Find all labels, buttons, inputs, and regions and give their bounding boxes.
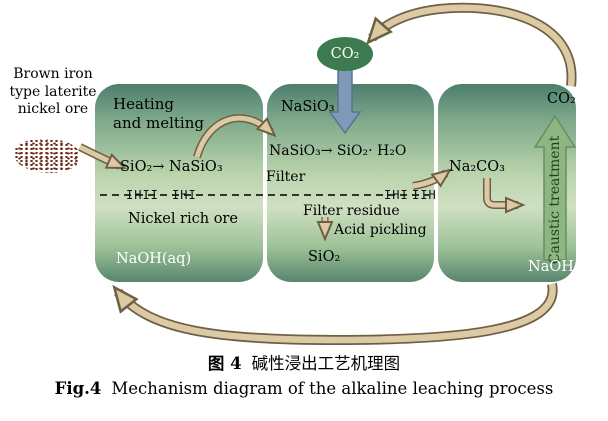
hatch-marks: IIH (412, 188, 437, 202)
acid-pickling-label: Acid pickling (334, 222, 427, 238)
caustic-treatment-label: Caustic treatment (547, 135, 563, 265)
filter-residue-label: Filter residue (303, 203, 400, 219)
heating-label-line1: Heating (113, 95, 174, 113)
na2co3-label: Na₂CO₃ (449, 159, 505, 175)
sio2-product-label: SiO₂ (308, 249, 341, 265)
ore-image (14, 139, 80, 173)
caption-en: Fig.4 Mechanism diagram of the alkaline l… (0, 379, 608, 398)
co2-bubble: CO₂ (317, 37, 373, 71)
hatch-marks: IHII (126, 188, 159, 202)
arrow-naoh-recycle (112, 282, 558, 345)
melting-reaction-label: SiO₂→ NaSiO₃ (120, 159, 223, 175)
hatch-marks: IHI (172, 188, 197, 202)
caption-en-title: Mechanism diagram of the alkaline leachi… (111, 379, 554, 398)
ore-label: Brown iron type laterite nickel ore (0, 66, 106, 119)
co2-out-label: CO₂ (547, 91, 576, 107)
arrows-layer (78, 2, 577, 345)
ore-label-line1: Brown iron (13, 66, 93, 82)
caption-en-prefix: Fig.4 (54, 379, 102, 398)
co2-down-arrow (328, 69, 362, 135)
heating-label: Heating and melting (113, 95, 204, 133)
arrow-filter-to-carbonate (412, 168, 453, 190)
co2-bubble-label: CO₂ (330, 46, 360, 62)
filter-label: Filter (266, 169, 306, 185)
caption-zh-prefix: 图 4 (207, 354, 242, 373)
caption-zh: 图 4 碱性浸出工艺机理图 (0, 350, 608, 374)
naoh-out-label: NaOH (528, 259, 574, 275)
caustic-treatment-arrow (533, 114, 577, 261)
caption-zh-title: 碱性浸出工艺机理图 (251, 354, 401, 373)
heating-label-line2: and melting (113, 113, 204, 132)
nickel-rich-ore-label: Nickel rich ore (128, 211, 238, 227)
hatch-marks: IHI (384, 188, 409, 202)
nasio3-feed-label: NaSiO₃ (281, 99, 335, 115)
arrow-co2-recycle (365, 2, 577, 87)
arrow-ore-to-melting (78, 143, 127, 170)
filter-reaction-label: NaSiO₃→ SiO₂· H₂O (269, 143, 407, 159)
naoh-aq-label: NaOH(aq) (116, 251, 192, 267)
ore-label-line3: nickel ore (17, 101, 89, 117)
arrow-melting-to-filter (193, 114, 277, 159)
ore-label-line2: type laterite (9, 83, 97, 100)
arrow-carbonate-to-caustic (483, 178, 526, 214)
